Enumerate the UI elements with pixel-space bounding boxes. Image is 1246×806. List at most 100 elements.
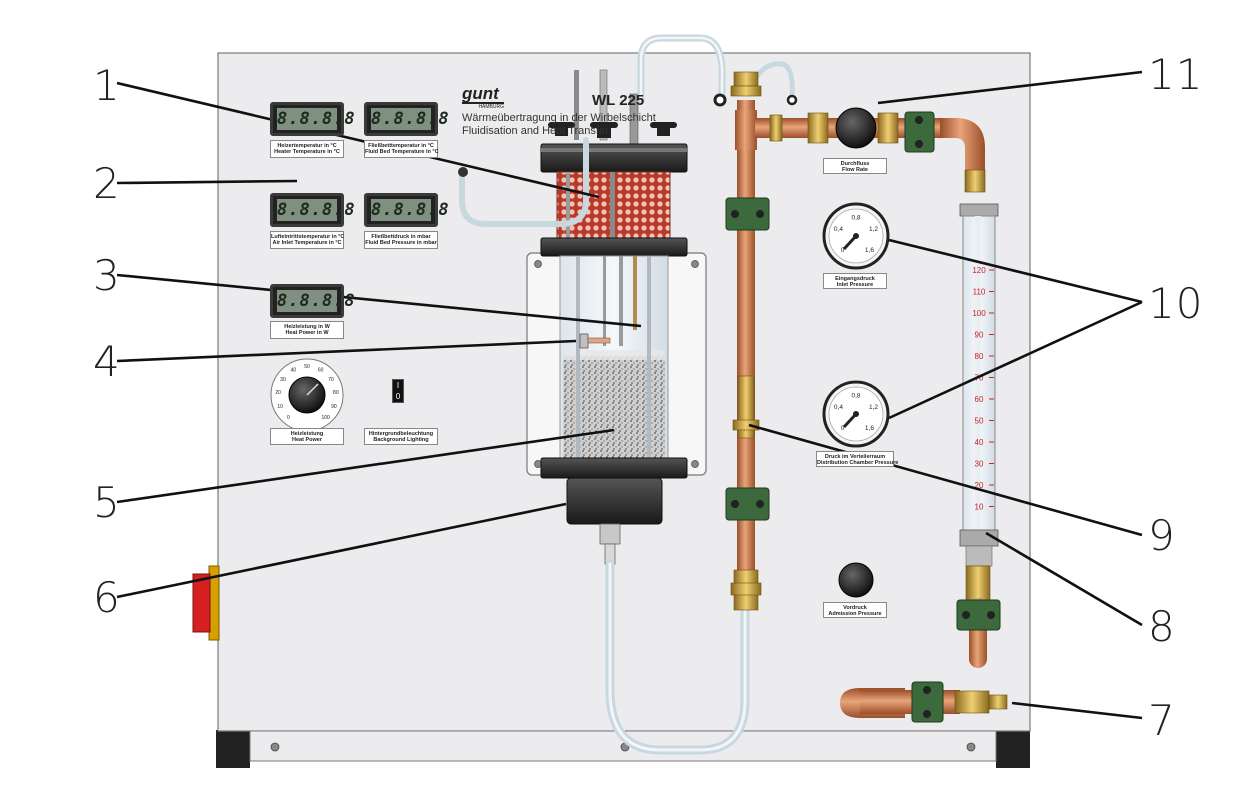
flow-rate-valve[interactable] xyxy=(835,107,877,149)
label-en: Heater Temperature in °C xyxy=(274,149,340,155)
model-number: WL 225 xyxy=(592,92,645,109)
label-de: Hintergrundbeleuchtung xyxy=(368,431,434,437)
background-lighting-switch[interactable]: I 0 xyxy=(392,379,404,403)
label-en: Background Lighting xyxy=(373,437,429,443)
lid-knobs xyxy=(548,69,677,145)
label-de: Lufteintrittstemperatur in °C xyxy=(271,234,345,240)
heat-power-tick-label: 90 xyxy=(331,404,337,410)
label-de: Heizertemperatur in °C xyxy=(277,143,337,149)
flowmeter-tick-label: 50 xyxy=(975,417,984,426)
label-en: Distribution Chamber Pressure xyxy=(817,460,899,466)
label-de: Heizleistung in W xyxy=(284,324,330,330)
chamber-pressure-gauge xyxy=(822,380,890,448)
heater-temperature-reading: 8.8.8.8 xyxy=(277,108,356,130)
chamber-gauge-tick-label: 0,8 xyxy=(851,393,860,400)
label-en: Heat Power in W xyxy=(285,330,329,336)
callout-1: 1 xyxy=(93,61,121,110)
heat-power-tick-label: 40 xyxy=(291,367,297,373)
heater-temperature-display: 8.8.8.8 xyxy=(270,102,356,136)
heat-power-tick-label: 30 xyxy=(280,377,286,383)
bottom-flange xyxy=(540,457,688,479)
middle-flange xyxy=(540,237,688,257)
brand-logo: gunt HAMBURG xyxy=(462,85,504,110)
air-inlet-connector xyxy=(954,690,990,714)
label-de: Eingangsdruck xyxy=(835,276,875,282)
inlet-gauge-tick-label: 1,2 xyxy=(869,226,878,233)
label-en: Air Inlet Temperature in °C xyxy=(272,240,342,246)
callout-5: 5 xyxy=(93,478,121,527)
flowmeter-tick-label: 100 xyxy=(972,309,986,318)
flowmeter-tick-label: 60 xyxy=(975,395,984,404)
callout-3: 3 xyxy=(93,251,121,300)
label-de: Druck im Verteilerraum xyxy=(824,454,886,460)
chamber-gauge-tick-label: 0,4 xyxy=(834,404,843,411)
heater-probe xyxy=(579,333,589,349)
flowmeter-tick-label: 120 xyxy=(972,266,986,275)
flowmeter-tick-label: 40 xyxy=(975,438,984,447)
flowmeter-tick-label: 90 xyxy=(975,331,984,340)
heat-power-tick-label: 50 xyxy=(304,364,310,370)
switch-on-mark: I xyxy=(396,381,400,390)
distribution-chamber xyxy=(566,477,663,525)
callout-4: 4 xyxy=(93,337,121,386)
inlet-pressure-gauge xyxy=(822,202,890,270)
heat-power-tick-label: 70 xyxy=(328,377,334,383)
fluid-bed-pressure-display: 8.8.8.8 xyxy=(364,193,450,227)
foot-left xyxy=(216,730,250,768)
label-de: Durchfluss xyxy=(840,161,870,167)
brand-name: gunt xyxy=(462,85,504,104)
label-en: Inlet Pressure xyxy=(836,282,874,288)
header-title-de: Wärmeübertragung in der Wirbelschicht xyxy=(462,112,656,124)
label-de: Heizleistung xyxy=(290,431,324,437)
chamber-gauge-tick-label: 1,2 xyxy=(869,404,878,411)
air-inlet-temperature-reading: 8.8.8.8 xyxy=(277,199,356,221)
switch-off-mark: 0 xyxy=(395,392,401,401)
flowmeter-tick-label: 110 xyxy=(973,288,986,297)
callout-8: 8 xyxy=(1148,602,1176,651)
fluid-bed-temperature-reading: 8.8.8.8 xyxy=(371,108,450,130)
foot-right xyxy=(996,730,1030,768)
label-en: Fluid Bed Temperature in °C xyxy=(365,149,439,155)
chamber-gauge-tick-label: 1,6 xyxy=(865,425,874,432)
air-inlet-temperature-display: 8.8.8.8 xyxy=(270,193,356,227)
callout-leaders xyxy=(116,70,1143,720)
callout-7: 7 xyxy=(1148,696,1176,745)
flowmeter-tick-label: 80 xyxy=(975,352,984,361)
flowmeter-tick-label: 30 xyxy=(975,460,984,469)
fluid-bed-pressure-reading: 8.8.8.8 xyxy=(371,199,450,221)
header-title-en: Fluidisation and Heat Transfer xyxy=(462,125,609,137)
label-en: Fluid Bed Pressure in mbar xyxy=(365,240,437,246)
label-de: Vordruck xyxy=(843,605,867,611)
riser-clamps xyxy=(725,197,770,521)
inlet-gauge-tick-label: 1,6 xyxy=(865,247,874,254)
heat-power-tick-label: 0 xyxy=(287,415,290,421)
air-inlet-pipe xyxy=(860,690,960,714)
emergency-stop-button[interactable] xyxy=(192,573,211,633)
callout-10: 10 xyxy=(1148,279,1204,328)
heat-power-reading: 8.8.8.8 xyxy=(277,290,356,312)
flowmeter-tick-label: 10 xyxy=(975,503,984,512)
label-de: Fließbetttemperatur in °C xyxy=(368,143,434,149)
inlet-gauge-tick-label: 0,4 xyxy=(834,226,843,233)
heat-power-tick-label: 100 xyxy=(321,415,330,421)
label-de: Fließbettdruck in mbar xyxy=(371,234,431,240)
inlet-gauge-tick-label: 0,8 xyxy=(851,215,860,222)
callout-6: 6 xyxy=(93,573,121,622)
admission-pressure-valve[interactable] xyxy=(838,562,874,598)
heat-power-tick-label: 60 xyxy=(318,367,324,373)
flowmeter-tick-label: 20 xyxy=(975,481,984,490)
fluid-bed-temperature-display: 8.8.8.8 xyxy=(364,102,450,136)
label-en: Heat Power xyxy=(292,437,322,443)
heat-power-tick-label: 20 xyxy=(275,390,281,396)
callout-9: 9 xyxy=(1148,511,1176,560)
callout-2: 2 xyxy=(93,159,121,208)
